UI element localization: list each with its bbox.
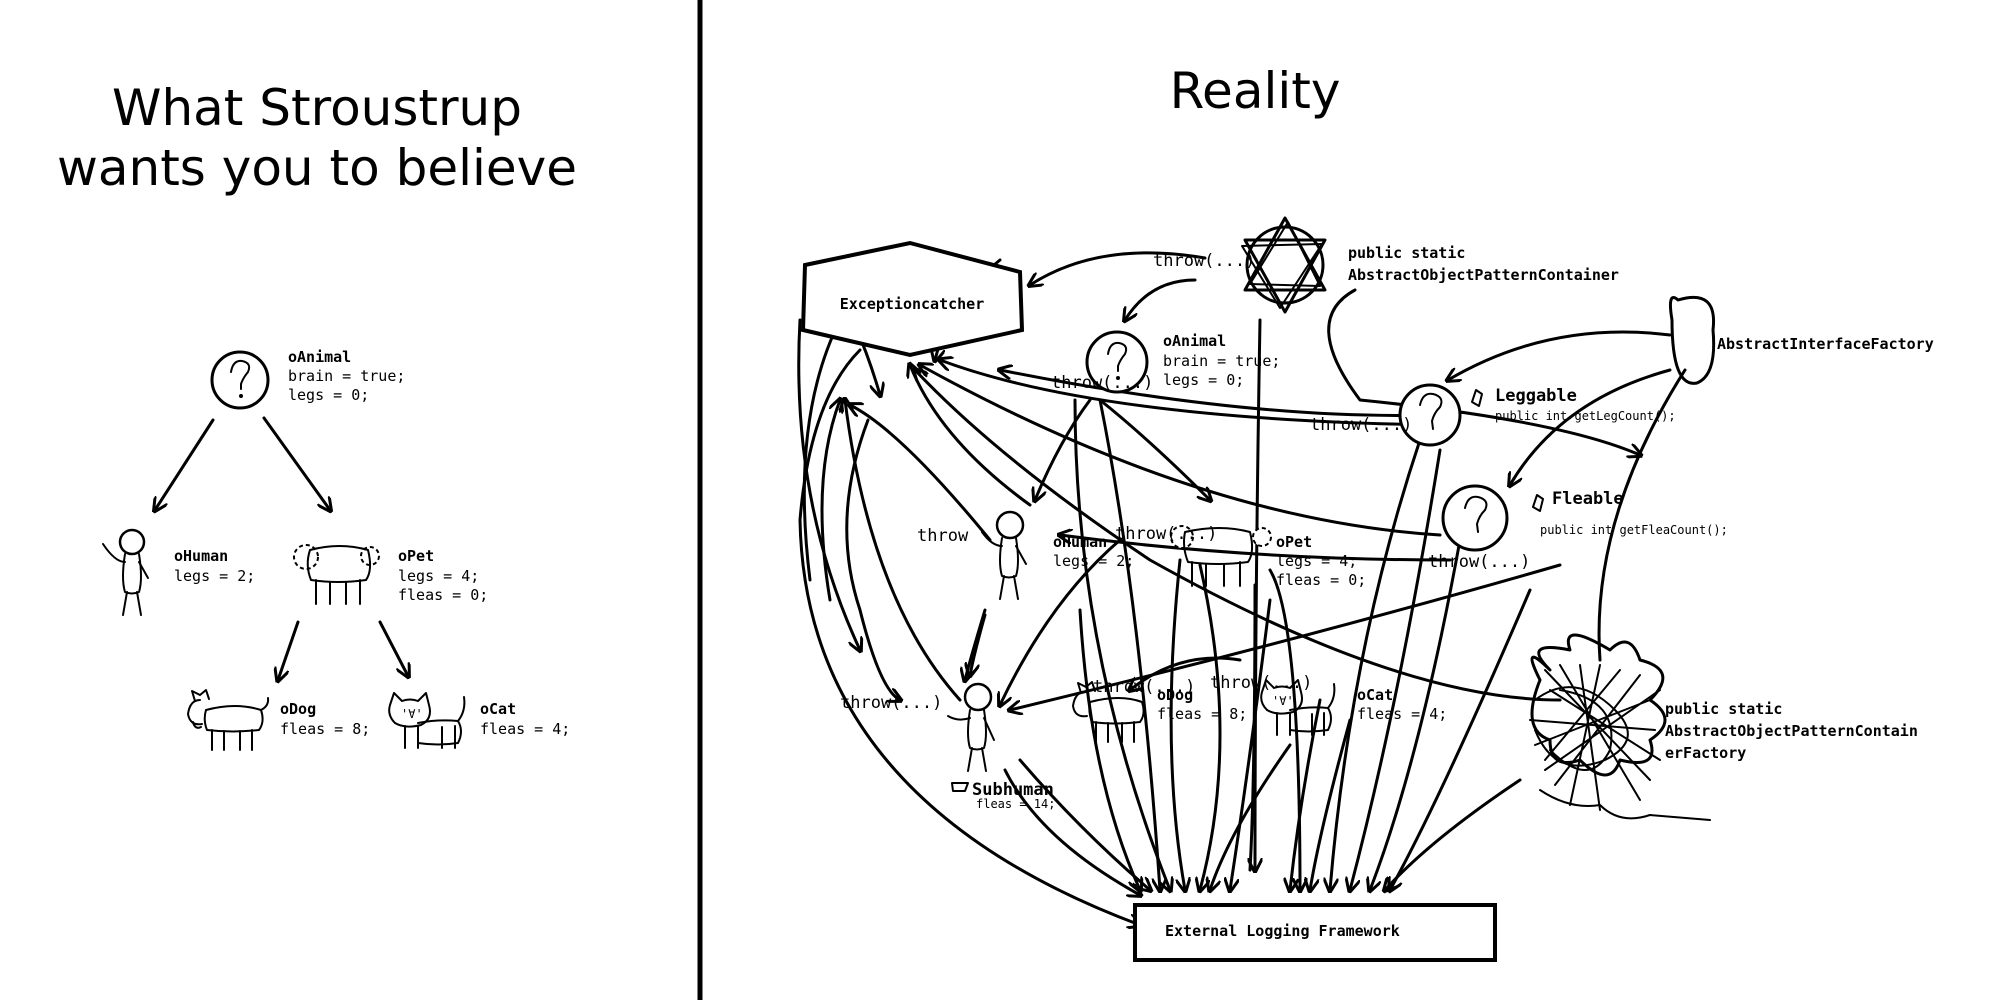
left-panel: What Stroustrup wants you to believe oAn… (57, 79, 577, 751)
throw-label: throw(...) (1093, 677, 1195, 697)
cat-figure-icon: '∀' (1260, 679, 1336, 736)
logging-framework-label: External Logging Framework (1165, 922, 1400, 940)
left-hierarchy-arrows (155, 416, 408, 680)
pattern-container-factory-line3: erFactory (1665, 744, 1746, 762)
exceptioncatcher-node: Exceptioncatcher (800, 240, 1025, 358)
right-human-prop-1: legs = 2; (1053, 552, 1134, 570)
left-pet-name: oPet (398, 547, 434, 565)
left-human-node: oHuman legs = 2; (102, 528, 255, 616)
leggable-method: public int getLegCount(); (1495, 409, 1676, 423)
dog-figure-icon (1072, 681, 1145, 743)
pattern-container-factory-line1: public static (1665, 700, 1782, 718)
interface-factory-node: AbstractInterfaceFactory (1669, 295, 1934, 385)
pet-figure-icon (1170, 525, 1272, 587)
throw-label: throw (917, 526, 969, 546)
throw-label: throw(...) (1115, 524, 1217, 544)
throw-label: throw(...) (1051, 373, 1153, 393)
right-cat-node: '∀' oCat fleas = 4; (1260, 679, 1447, 736)
throw-label: throw(...) (1153, 251, 1255, 271)
fleable-node: Fleable public int getFleaCount(); (1441, 484, 1728, 552)
left-animal-name: oAnimal (288, 348, 351, 366)
question-circle-icon (1398, 383, 1462, 447)
right-animal-name: oAnimal (1163, 332, 1226, 350)
throw-label: throw(...) (1428, 552, 1530, 572)
question-circle-icon (210, 350, 270, 410)
right-animal-prop-2: legs = 0; (1163, 371, 1244, 389)
left-cat-node: '∀' oCat fleas = 4; (388, 692, 570, 749)
leggable-node: Leggable public int getLegCount(); (1398, 383, 1676, 447)
throw-label: throw(...) (1210, 673, 1312, 693)
subhuman-prop-1: fleas = 14; (976, 797, 1055, 811)
pattern-container-line1: public static (1348, 244, 1465, 262)
fleable-marker-icon (1532, 494, 1544, 512)
left-cat-name: oCat (480, 700, 516, 718)
left-animal-node: oAnimal brain = true; legs = 0; (210, 348, 405, 410)
interface-factory-label: AbstractInterfaceFactory (1717, 335, 1934, 353)
left-human-prop-1: legs = 2; (174, 567, 255, 585)
leggable-name: Leggable (1495, 386, 1577, 406)
pattern-container-factory-node: public static AbstractObjectPatternConta… (1529, 633, 1918, 821)
pattern-container-node: public static AbstractObjectPatternConta… (1241, 216, 1619, 314)
human-figure-icon (102, 528, 149, 616)
star-icon (1241, 216, 1327, 314)
subhuman-name: Subhuman (972, 780, 1054, 800)
right-animal-node: oAnimal brain = true; legs = 0; (1085, 330, 1280, 394)
right-dog-node: oDog fleas = 8; (1072, 681, 1247, 743)
left-title-line1: What Stroustrup (112, 79, 522, 137)
right-human-name: oHuman (1053, 533, 1107, 551)
svg-text:'∀': '∀' (401, 707, 423, 721)
right-animal-prop-1: brain = true; (1163, 352, 1280, 370)
right-cat-name: oCat (1357, 686, 1393, 704)
throw-label: throw(...) (1310, 415, 1412, 435)
right-title: Reality (1170, 62, 1341, 120)
left-dog-node: oDog fleas = 8; (187, 689, 370, 751)
right-pet-prop-1: legs = 4; (1276, 552, 1357, 570)
left-animal-prop-2: legs = 0; (288, 386, 369, 404)
leggable-marker-icon (1471, 389, 1483, 407)
fleable-method: public int getFleaCount(); (1540, 523, 1728, 537)
right-dog-prop-1: fleas = 8; (1157, 705, 1247, 723)
subhuman-node: Subhuman fleas = 14; (947, 682, 1055, 811)
cat-figure-icon: '∀' (388, 692, 466, 749)
exceptioncatcher-label: Exceptioncatcher (840, 295, 985, 313)
logging-framework-node: External Logging Framework (1133, 903, 1497, 962)
left-cat-prop-1: fleas = 4; (480, 720, 570, 738)
human-figure-icon (947, 682, 995, 772)
blob-icon (1669, 295, 1716, 385)
left-dog-prop-1: fleas = 8; (280, 720, 370, 738)
left-animal-prop-1: brain = true; (288, 367, 405, 385)
right-pet-name: oPet (1276, 533, 1312, 551)
pattern-container-line2: AbstractObjectPatternContainer (1348, 266, 1619, 284)
human-figure-icon (981, 510, 1027, 600)
dog-figure-icon (187, 689, 270, 751)
pattern-container-factory-line2: AbstractObjectPatternContain (1665, 722, 1918, 740)
right-pet-node: oPet legs = 4; fleas = 0; (1170, 525, 1366, 589)
scribble-icon (1529, 633, 1711, 821)
fleable-name: Fleable (1552, 489, 1624, 509)
right-panel: Reality (797, 62, 1934, 962)
right-human-node: oHuman legs = 2; (981, 510, 1134, 600)
left-pet-prop-1: legs = 4; (398, 567, 479, 585)
question-circle-icon (1085, 330, 1149, 394)
left-human-name: oHuman (174, 547, 228, 565)
question-circle-icon (1441, 484, 1509, 552)
pet-figure-icon (293, 544, 380, 605)
left-pet-prop-2: fleas = 0; (398, 586, 488, 604)
right-dog-name: oDog (1157, 686, 1193, 704)
left-title-line2: wants you to believe (57, 139, 577, 197)
right-cat-prop-1: fleas = 4; (1357, 705, 1447, 723)
left-dog-name: oDog (280, 700, 316, 718)
left-pet-node: oPet legs = 4; fleas = 0; (293, 544, 488, 605)
subhuman-marker-icon (951, 782, 969, 792)
right-pet-prop-2: fleas = 0; (1276, 571, 1366, 589)
throw-label: throw(...) (840, 693, 942, 713)
svg-text:'∀': '∀' (1272, 694, 1294, 708)
throw-labels: throw(...) throw(...) throw(...) throw t… (840, 251, 1530, 713)
